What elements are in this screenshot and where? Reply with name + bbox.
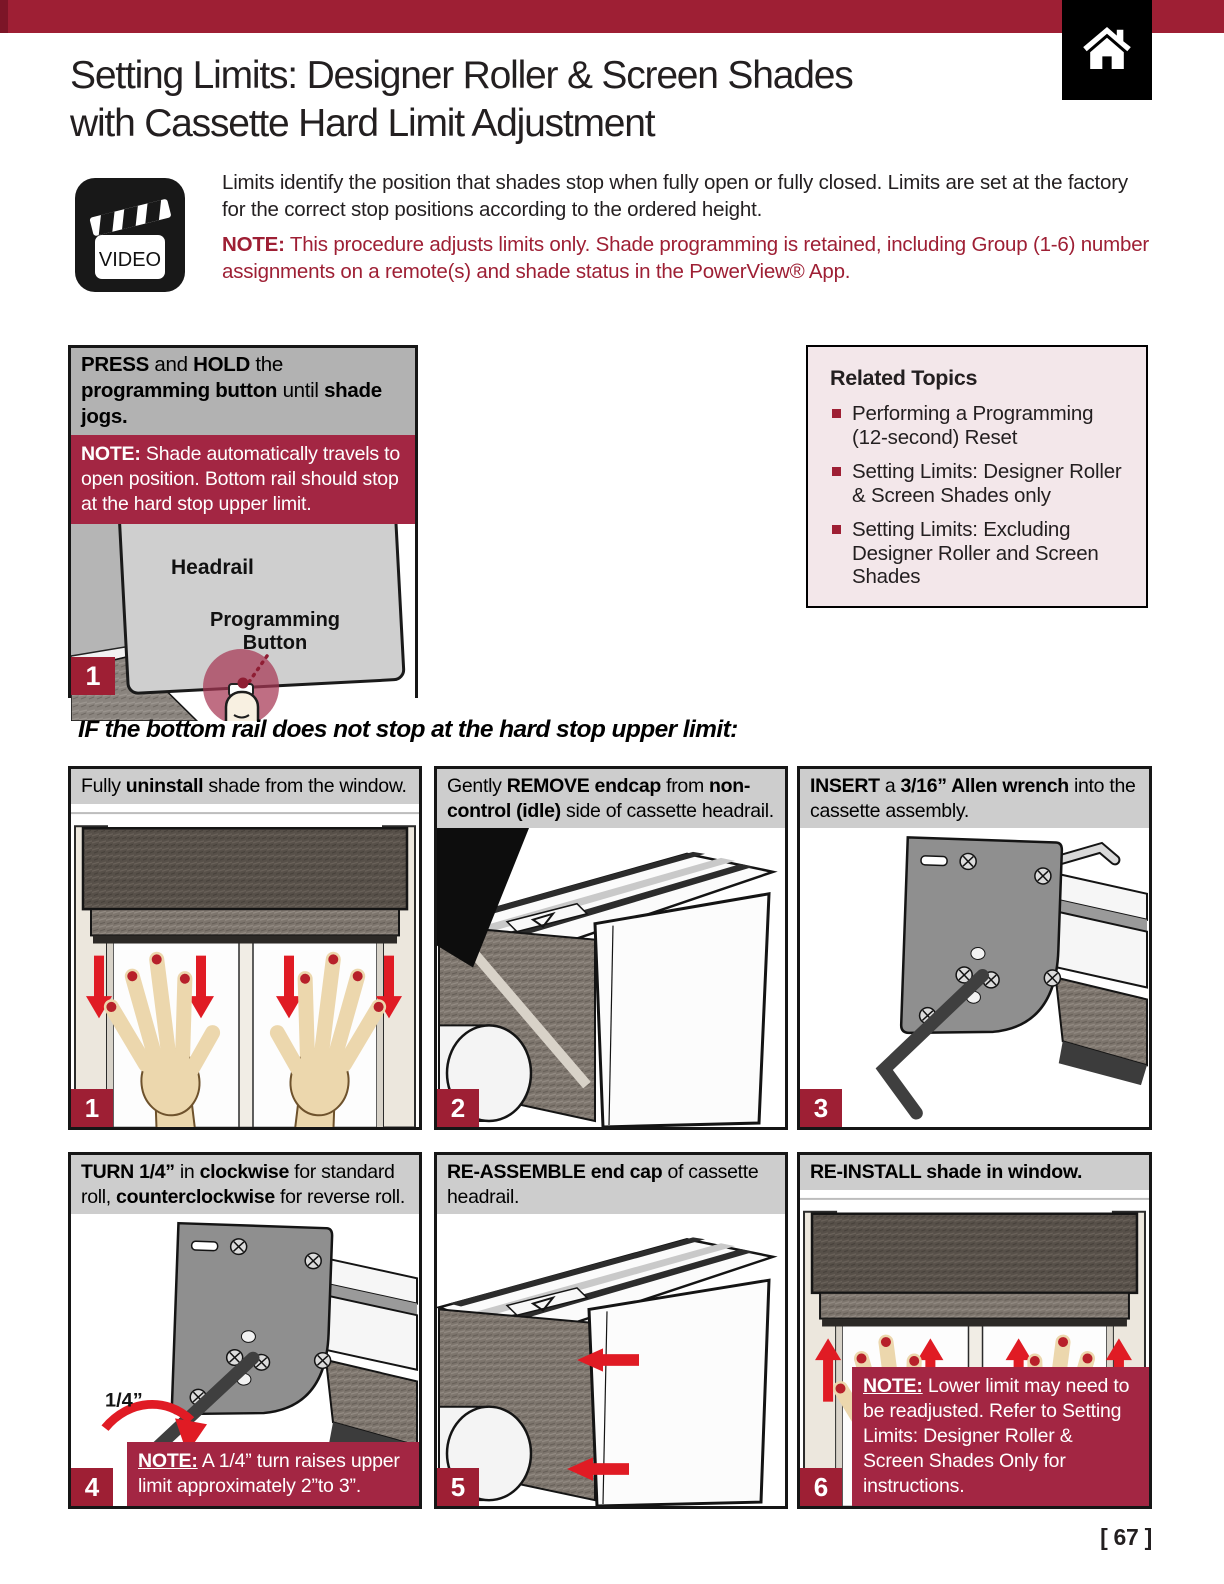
related-topics-title: Related Topics xyxy=(830,366,978,390)
left-hand xyxy=(103,951,221,1127)
right-hand xyxy=(269,951,387,1127)
related-topic-item: Setting Limits: Excluding Designer Rolle… xyxy=(830,518,1128,589)
top-accent-corner xyxy=(0,0,8,33)
hand-shadow-silhouette xyxy=(437,828,529,968)
page-title: Setting Limits: Designer Roller & Screen… xyxy=(70,52,854,148)
video-link[interactable]: VIDEO xyxy=(75,178,185,292)
step-panel-4: TURN 1/4” in clockwise for standard roll… xyxy=(68,1152,422,1509)
step-number-badge: 5 xyxy=(437,1468,479,1506)
quarter-turn-label: 1/4” xyxy=(105,1390,143,1412)
step-number-badge: 3 xyxy=(800,1089,842,1127)
step-6-note: NOTE: Lower limit may need to be readjus… xyxy=(852,1367,1149,1506)
programming-button-label-line2: Button xyxy=(243,632,307,654)
step-3-instruction: INSERT a 3/16” Allen wrench into the cas… xyxy=(800,769,1149,828)
step-1-instruction: Fully uninstall shade from the window. xyxy=(71,769,419,804)
related-topics-list: Performing a Programming (12-second) Res… xyxy=(830,402,1128,589)
step-panel-3: INSERT a 3/16” Allen wrench into the cas… xyxy=(797,766,1152,1130)
press-hold-panel: PRESS and HOLD the programming button un… xyxy=(68,345,418,721)
related-topic-item: Performing a Programming (12-second) Res… xyxy=(830,402,1128,449)
step-2-illustration xyxy=(437,828,785,1127)
step-number-badge: 4 xyxy=(71,1468,113,1506)
step-4-instruction: TURN 1/4” in clockwise for standard roll… xyxy=(71,1155,419,1214)
programming-button-label-line1: Programming xyxy=(210,609,340,631)
home-icon xyxy=(1079,20,1135,81)
press-hold-illustration: Headrail Programming Button xyxy=(71,524,415,721)
page-title-line2: with Cassette Hard Limit Adjustment xyxy=(70,102,656,145)
step-panel-5: RE-ASSEMBLE end cap of cassette headrail… xyxy=(434,1152,788,1509)
press-hold-instruction: PRESS and HOLD the programming button un… xyxy=(71,348,415,435)
step-panel-1: Fully uninstall shade from the window. xyxy=(68,766,422,1130)
related-topic-item: Setting Limits: Designer Roller & Screen… xyxy=(830,460,1128,507)
assembly-arrows xyxy=(567,1348,639,1481)
step-1-illustration xyxy=(71,803,419,1127)
step-4-illustration: 1/4” xyxy=(71,1214,419,1506)
page-number: [ 67 ] xyxy=(1100,1524,1152,1550)
quarter-turn-arrow xyxy=(101,1399,195,1432)
step-3-illustration xyxy=(800,828,1149,1127)
step-number-badge: 1 xyxy=(71,657,115,695)
step-number-badge: 1 xyxy=(71,1089,113,1127)
step-number-badge: 6 xyxy=(800,1468,842,1506)
headrail-label: Headrail xyxy=(171,556,254,579)
top-accent-bar xyxy=(0,0,1224,33)
step-panel-6: RE-INSTALL shade in window. xyxy=(797,1152,1152,1509)
step-6-instruction: RE-INSTALL shade in window. xyxy=(800,1155,1149,1190)
video-clapperboard-icon: VIDEO xyxy=(89,199,171,279)
press-hold-note: NOTE: Shade automatically travels to ope… xyxy=(71,435,415,524)
intro-block: Limits identify the position that shades… xyxy=(222,170,1156,285)
video-label: VIDEO xyxy=(99,249,161,271)
step-2-instruction: Gently REMOVE endcap from non-control (i… xyxy=(437,769,785,828)
step-5-instruction: RE-ASSEMBLE end cap of cassette headrail… xyxy=(437,1155,785,1214)
intro-note: NOTE: This procedure adjusts limits only… xyxy=(222,233,1150,283)
step-4-note: NOTE: A 1/4” turn raises upper limit app… xyxy=(127,1442,419,1506)
step-number-badge: 2 xyxy=(437,1089,479,1127)
intro-paragraph: Limits identify the position that shades… xyxy=(222,171,1128,221)
related-topics-box: Related Topics Performing a Programming … xyxy=(806,345,1148,608)
home-button[interactable] xyxy=(1062,0,1152,100)
step-5-illustration xyxy=(437,1214,785,1506)
step-panel-2: Gently REMOVE endcap from non-control (i… xyxy=(434,766,788,1130)
page-title-line1: Setting Limits: Designer Roller & Screen… xyxy=(70,54,854,97)
section-heading: IF the bottom rail does not stop at the … xyxy=(78,716,738,743)
